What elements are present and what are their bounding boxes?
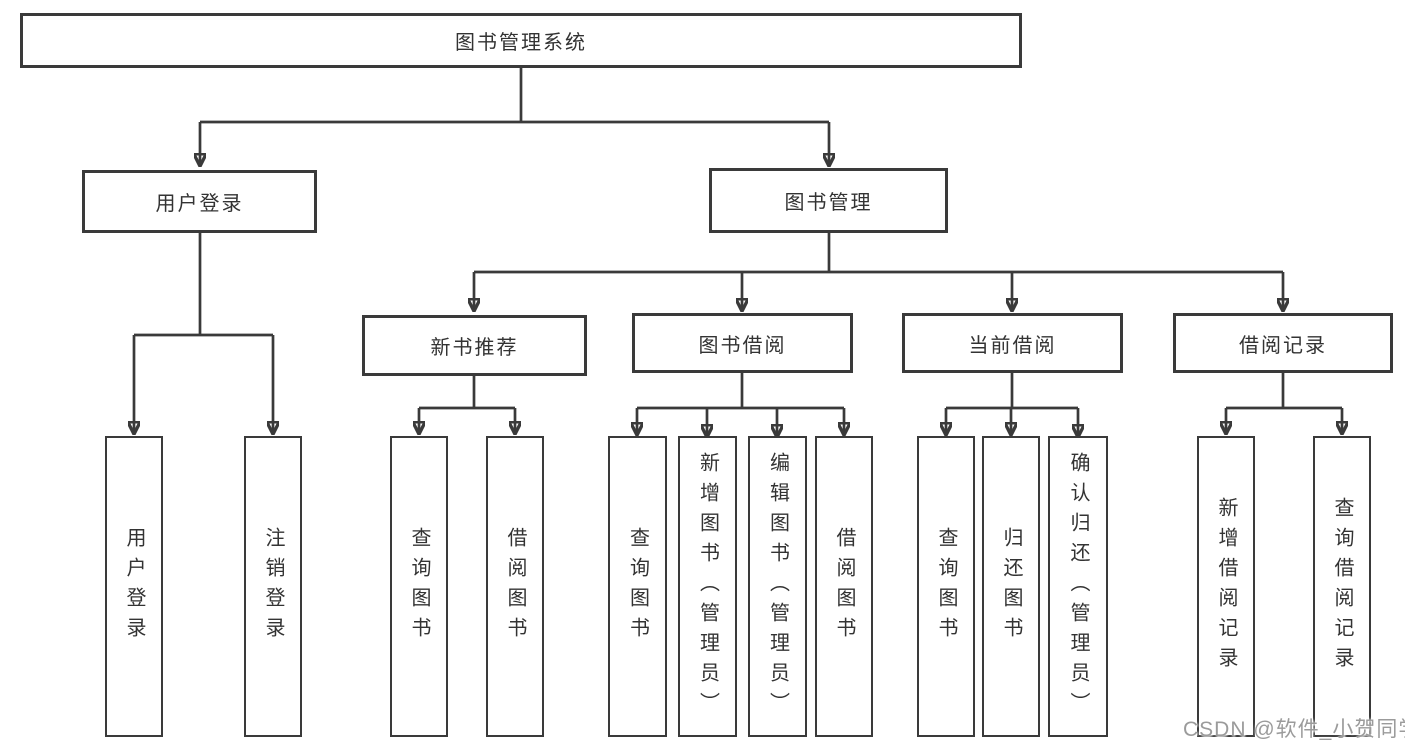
node-borrow-books-recommend: 借阅图书: [486, 436, 544, 737]
node-label: 新增借阅记录: [1215, 496, 1237, 677]
connector-userlogin-to-children: [134, 233, 273, 337]
node-label: 查询图书: [408, 526, 430, 647]
node-label: 用户登录: [123, 526, 145, 647]
node-book-borrowing: 图书借阅: [632, 313, 853, 373]
connector-currentborrow-to-children: [946, 373, 1078, 410]
node-confirm-return-admin: 确认归还（管理员）: [1048, 436, 1108, 737]
node-return-books: 归还图书: [982, 436, 1040, 737]
node-add-books-admin: 新增图书（管理员）: [678, 436, 737, 737]
node-borrow-books-leaf: 借阅图书: [815, 436, 873, 737]
connector-bookborrow-to-children: [637, 373, 844, 410]
node-label: 编辑图书（管理员）: [766, 451, 789, 722]
node-query-books-borrowing: 查询图书: [608, 436, 667, 737]
node-user-login-leaf: 用户登录: [105, 436, 163, 737]
node-query-borrow-record: 查询借阅记录: [1313, 436, 1371, 737]
node-user-login: 用户登录: [82, 170, 317, 233]
node-borrowing-records: 借阅记录: [1173, 313, 1393, 373]
node-label: 归还图书: [1000, 526, 1022, 647]
node-label: 查询图书: [935, 526, 957, 647]
node-label: 查询图书: [626, 526, 649, 647]
node-edit-books-admin: 编辑图书（管理员）: [748, 436, 807, 737]
connector-newbook-to-children: [419, 376, 515, 410]
node-label: 查询借阅记录: [1331, 496, 1353, 677]
node-new-book-recommend: 新书推荐: [362, 315, 587, 376]
node-label: 新增图书（管理员）: [696, 451, 719, 722]
node-add-borrow-record: 新增借阅记录: [1197, 436, 1255, 737]
node-current-borrowing: 当前借阅: [902, 313, 1123, 373]
connector-root-to-level2: [200, 68, 829, 124]
node-query-books-recommend: 查询图书: [390, 436, 448, 737]
node-query-books-current: 查询图书: [917, 436, 975, 737]
node-root: 图书管理系统: [20, 13, 1022, 68]
csdn-watermark: CSDN @软件_小贺同学: [1183, 718, 1405, 741]
node-label: 借阅图书: [833, 526, 855, 647]
node-label: 借阅图书: [504, 526, 526, 647]
node-label: 注销登录: [262, 526, 284, 647]
connector-records-to-children: [1226, 373, 1342, 410]
node-label: 确认归还（管理员）: [1067, 451, 1089, 722]
connector-bookmgmt-to-level3: [474, 233, 1283, 274]
node-logout-leaf: 注销登录: [244, 436, 302, 737]
node-book-management: 图书管理: [709, 168, 948, 233]
